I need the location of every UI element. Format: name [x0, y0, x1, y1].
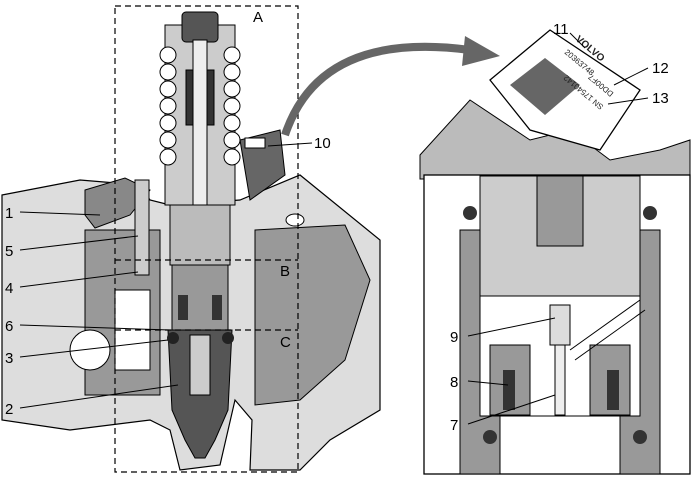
injector [84, 11, 286, 459]
callout-2: 2 [5, 401, 13, 418]
callout-1: 1 [5, 205, 13, 222]
callout-12: 12 [652, 60, 669, 77]
detail-inset [423, 174, 691, 475]
section-label-c: C [280, 334, 291, 351]
arrow-to-tag [281, 36, 500, 137]
callout-5: 5 [5, 243, 13, 260]
callout-13: 13 [652, 90, 669, 107]
id-tag-closeup: VOLVO 20363748 DD00F7 SN 17540142 [419, 29, 691, 180]
callout-9: 9 [450, 329, 458, 346]
callout-11: 11 [553, 21, 569, 38]
callout-8: 8 [450, 374, 458, 391]
section-label-b: B [280, 263, 290, 280]
leader-lines [19, 32, 649, 425]
callout-3: 3 [5, 350, 13, 367]
callout-7: 7 [450, 417, 458, 434]
callout-6: 6 [5, 318, 13, 335]
callout-10: 10 [314, 135, 331, 152]
callout-4: 4 [5, 280, 13, 297]
section-label-a: A [253, 9, 263, 26]
spring [159, 46, 241, 166]
